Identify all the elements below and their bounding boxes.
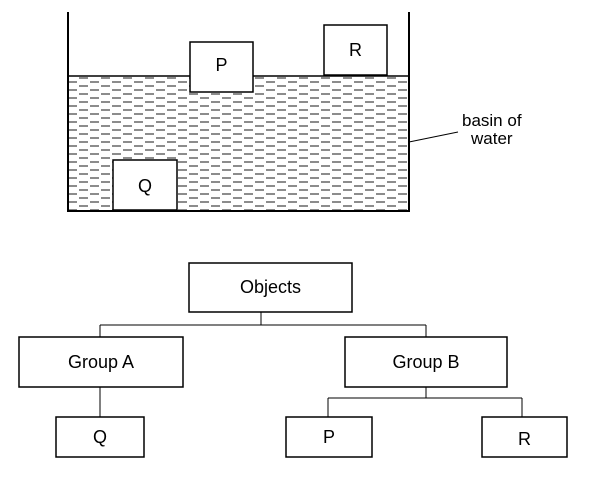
- tree-node-p: P: [285, 416, 373, 458]
- basin-diagram: P R Q basin of water: [67, 12, 522, 212]
- object-p-label: P: [215, 55, 227, 75]
- object-r-label: R: [349, 40, 362, 60]
- tree-node-group-b-label: Group B: [392, 352, 459, 372]
- tree-node-group-a: Group A: [18, 336, 184, 388]
- tree-node-r-label: R: [518, 429, 531, 449]
- tree-node-q-label: Q: [93, 427, 107, 447]
- basin-label-line2: water: [470, 129, 513, 148]
- object-r: R: [323, 24, 388, 76]
- basin-label-pointer: [408, 131, 459, 143]
- tree-node-q: Q: [55, 416, 145, 458]
- basin-walls: [67, 12, 410, 212]
- tree-node-objects: Objects: [188, 262, 353, 313]
- object-q: Q: [112, 159, 178, 211]
- tree-node-objects-label: Objects: [240, 277, 301, 297]
- object-p: P: [189, 41, 254, 93]
- object-q-label: Q: [138, 176, 152, 196]
- tree-connectors: [99, 312, 523, 417]
- tree-node-group-a-label: Group A: [68, 352, 134, 372]
- basin-label-line1: basin of: [462, 111, 522, 130]
- classification-tree: Objects Group A Group B Q P R: [18, 262, 568, 458]
- tree-node-p-label: P: [323, 427, 335, 447]
- tree-node-group-b: Group B: [344, 336, 508, 388]
- tree-node-r: R: [481, 416, 568, 458]
